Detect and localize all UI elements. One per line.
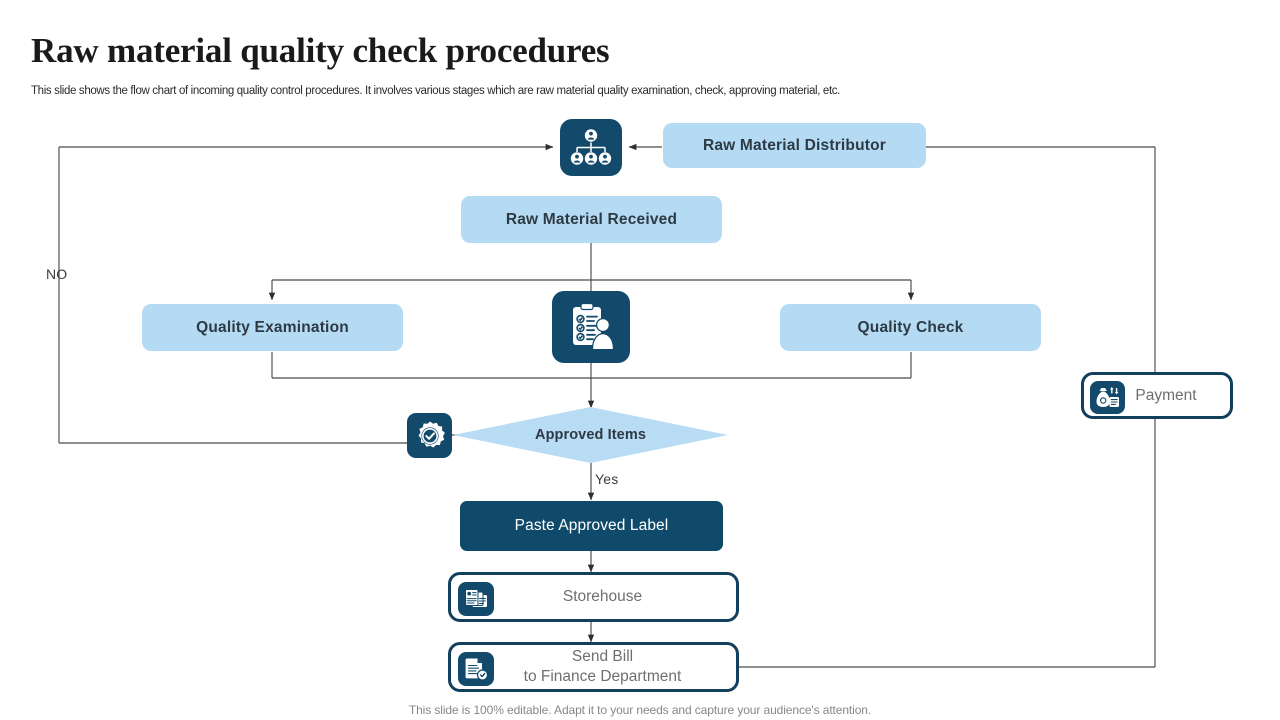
edge-label-yes: Yes [595,471,619,487]
node-label-line1: Send Bill [571,648,634,666]
node-label: Send Bill to Finance Department [451,647,736,687]
node-raw-material-distributor[interactable]: Raw Material Distributor [663,123,926,168]
node-label: Quality Examination [196,318,349,336]
edge-label-no: NO [46,266,68,282]
node-label: Raw Material Received [505,210,678,228]
node-label: Quality Check [857,318,964,336]
node-label-line2: to Finance Department [523,668,682,685]
footer-note: This slide is 100% editable. Adapt it to… [408,703,872,717]
node-label: Raw Material Distributor [702,136,887,154]
documents-icon [458,582,494,616]
page-subtitle: This slide shows the flow chart of incom… [31,85,841,97]
node-label: Storehouse [562,588,643,606]
node-approved-items[interactable]: Approved Items [453,407,728,463]
node-send-bill[interactable]: Send Bill to Finance Department [448,642,739,692]
node-raw-material-received[interactable]: Raw Material Received [461,196,722,243]
node-quality-check[interactable]: Quality Check [780,304,1041,351]
node-paste-approved-label[interactable]: Paste Approved Label [460,501,723,551]
node-storehouse[interactable]: Storehouse [448,572,739,622]
node-label: Payment [1135,386,1197,404]
org-hierarchy-icon [560,119,622,176]
gear-check-icon [407,413,452,458]
node-label: Paste Approved Label [514,517,669,534]
money-bag-icon [1090,381,1125,414]
invoice-icon [458,652,494,686]
page-title: Raw material quality check procedures [31,31,610,70]
node-quality-examination[interactable]: Quality Examination [142,304,403,351]
clipboard-checklist-person-icon [552,291,630,363]
node-payment[interactable]: Payment [1081,372,1233,419]
node-label: Approved Items [535,427,646,443]
